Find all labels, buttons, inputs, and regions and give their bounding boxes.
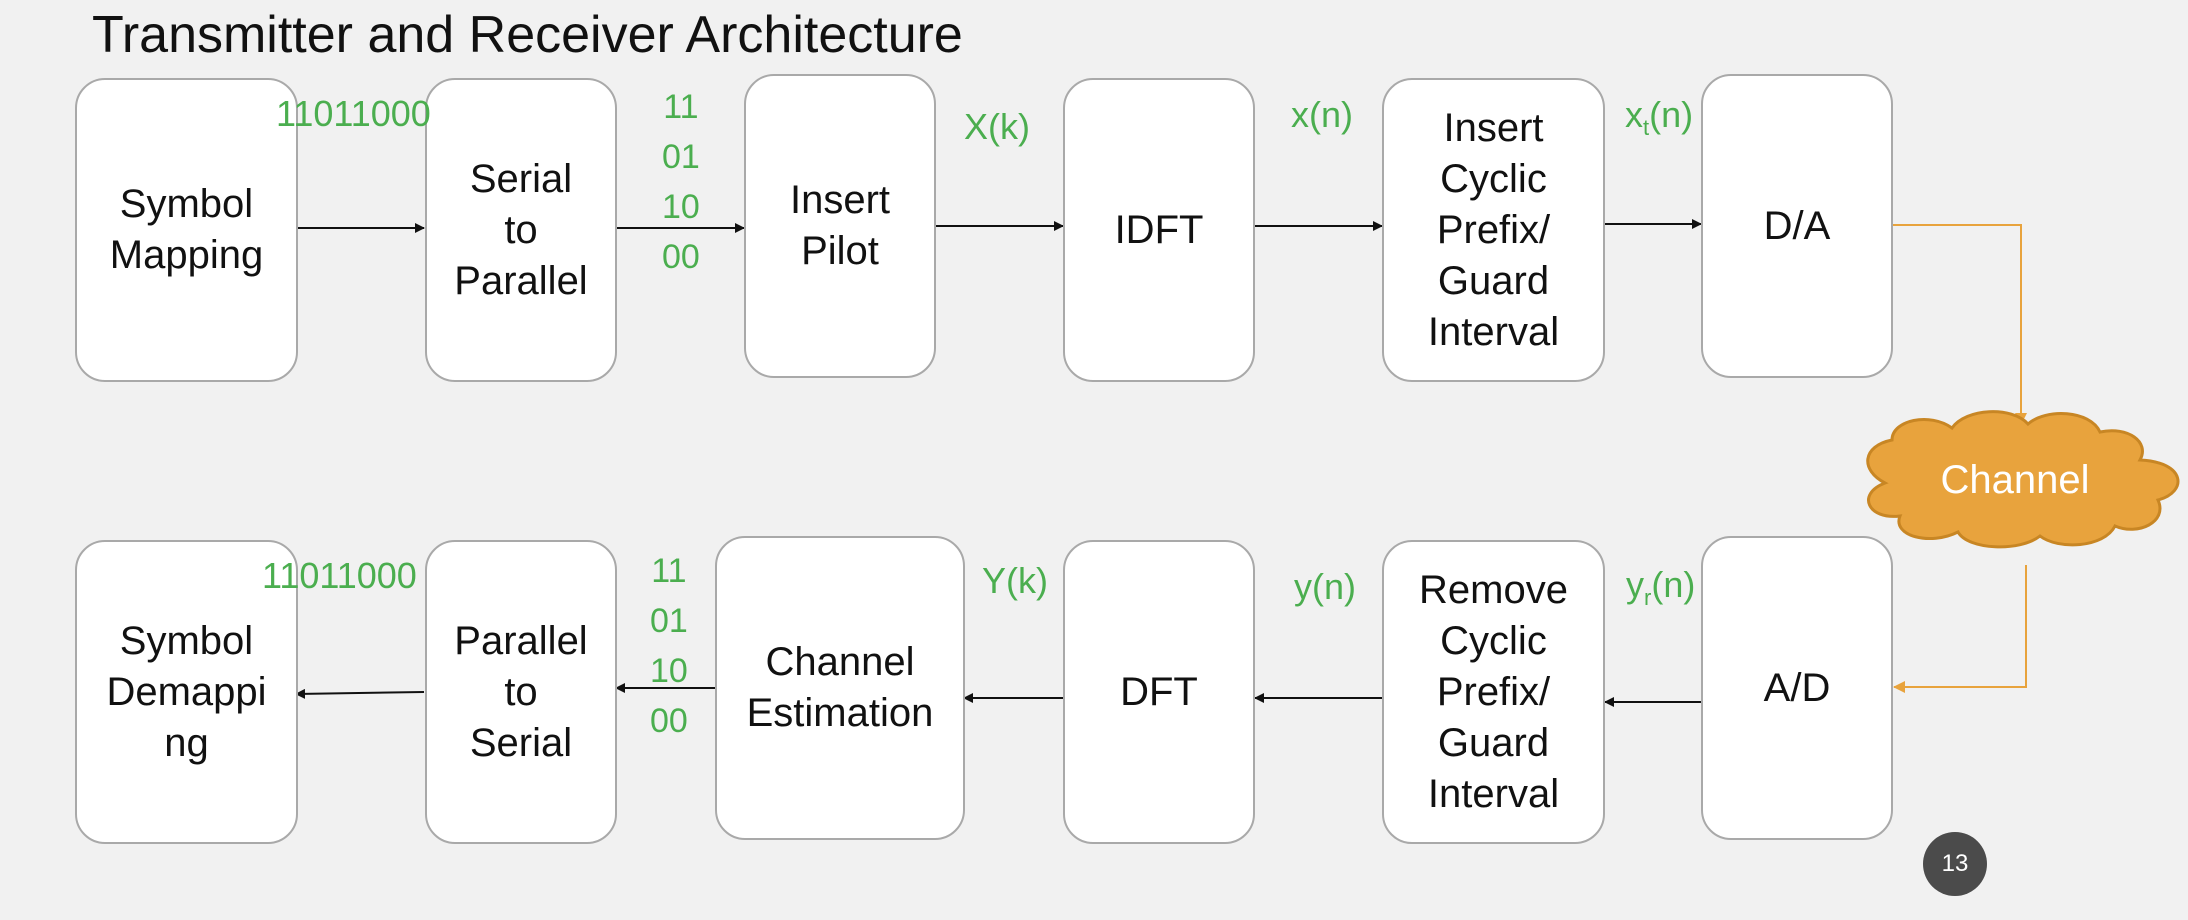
arrow-da-to-channel [1892,224,2027,425]
idft-label: IDFT [1114,207,1204,252]
idft-block: IDFT [1063,78,1255,382]
remove-cyclic-prefix-block: Remove Cyclic Prefix/ Guard Interval [1382,540,1605,844]
rx-freq-signal-label: Y(k) [982,560,1048,601]
remove-cyclic-prefix-label: Remove Cyclic Prefix/ Guard Interval [1419,567,1568,816]
da-block: D/A [1701,74,1893,378]
channel-estimation-block: Channel Estimation [715,536,965,840]
dft-label: DFT [1120,669,1198,714]
ad-label: A/D [1763,665,1831,710]
tx-parallel-bits-label: 11 01 10 00 [662,88,700,276]
page-number-badge: 13 [1923,832,1987,896]
insert-cyclic-prefix-block: Insert Cyclic Prefix/ Guard Interval [1382,78,1605,382]
serial-to-parallel-label: Serial to Parallel [454,156,588,303]
channel-estimation-label: Channel Estimation [746,640,934,735]
symbol-demapping-block: Symbol Demappi ng [75,540,298,844]
arrow-p2s-to-demapping [295,688,425,699]
symbol-mapping-block: Symbol Mapping [75,78,298,382]
insert-pilot-label: Insert Pilot [789,178,891,273]
tx-freq-signal-label: X(k) [964,106,1030,147]
symbol-demapping-label: Symbol Demappi ng [106,618,267,765]
symbol-mapping-label: Symbol Mapping [109,182,264,277]
channel-cloud [1866,410,2180,549]
tx-transmit-signal-label: xt(n) [1625,94,1694,140]
rx-receive-signal-label: yr(n) [1626,564,1696,610]
dft-block: DFT [1063,540,1255,844]
insert-pilot-block: Insert Pilot [744,74,936,378]
rx-time-signal-label: y(n) [1294,566,1356,607]
serial-to-parallel-block: Serial to Parallel [425,78,617,382]
rx-bitstream-label: 11011000 [262,555,417,596]
ad-block: A/D [1701,536,1893,840]
rx-parallel-bits-label: 11 01 10 00 [650,552,688,740]
arrow-channel-to-ad [1893,565,2027,693]
da-label: D/A [1763,203,1831,248]
parallel-to-serial-block: Parallel to Serial [425,540,617,844]
insert-cyclic-prefix-label: Insert Cyclic Prefix/ Guard Interval [1427,105,1560,354]
tx-time-signal-label: x(n) [1291,94,1353,135]
parallel-to-serial-label: Parallel to Serial [454,618,588,765]
slide-title: Transmitter and Receiver Architecture [92,6,963,64]
tx-bitstream-label: 11011000 [276,93,431,134]
channel-label: Channel [1940,458,2090,502]
